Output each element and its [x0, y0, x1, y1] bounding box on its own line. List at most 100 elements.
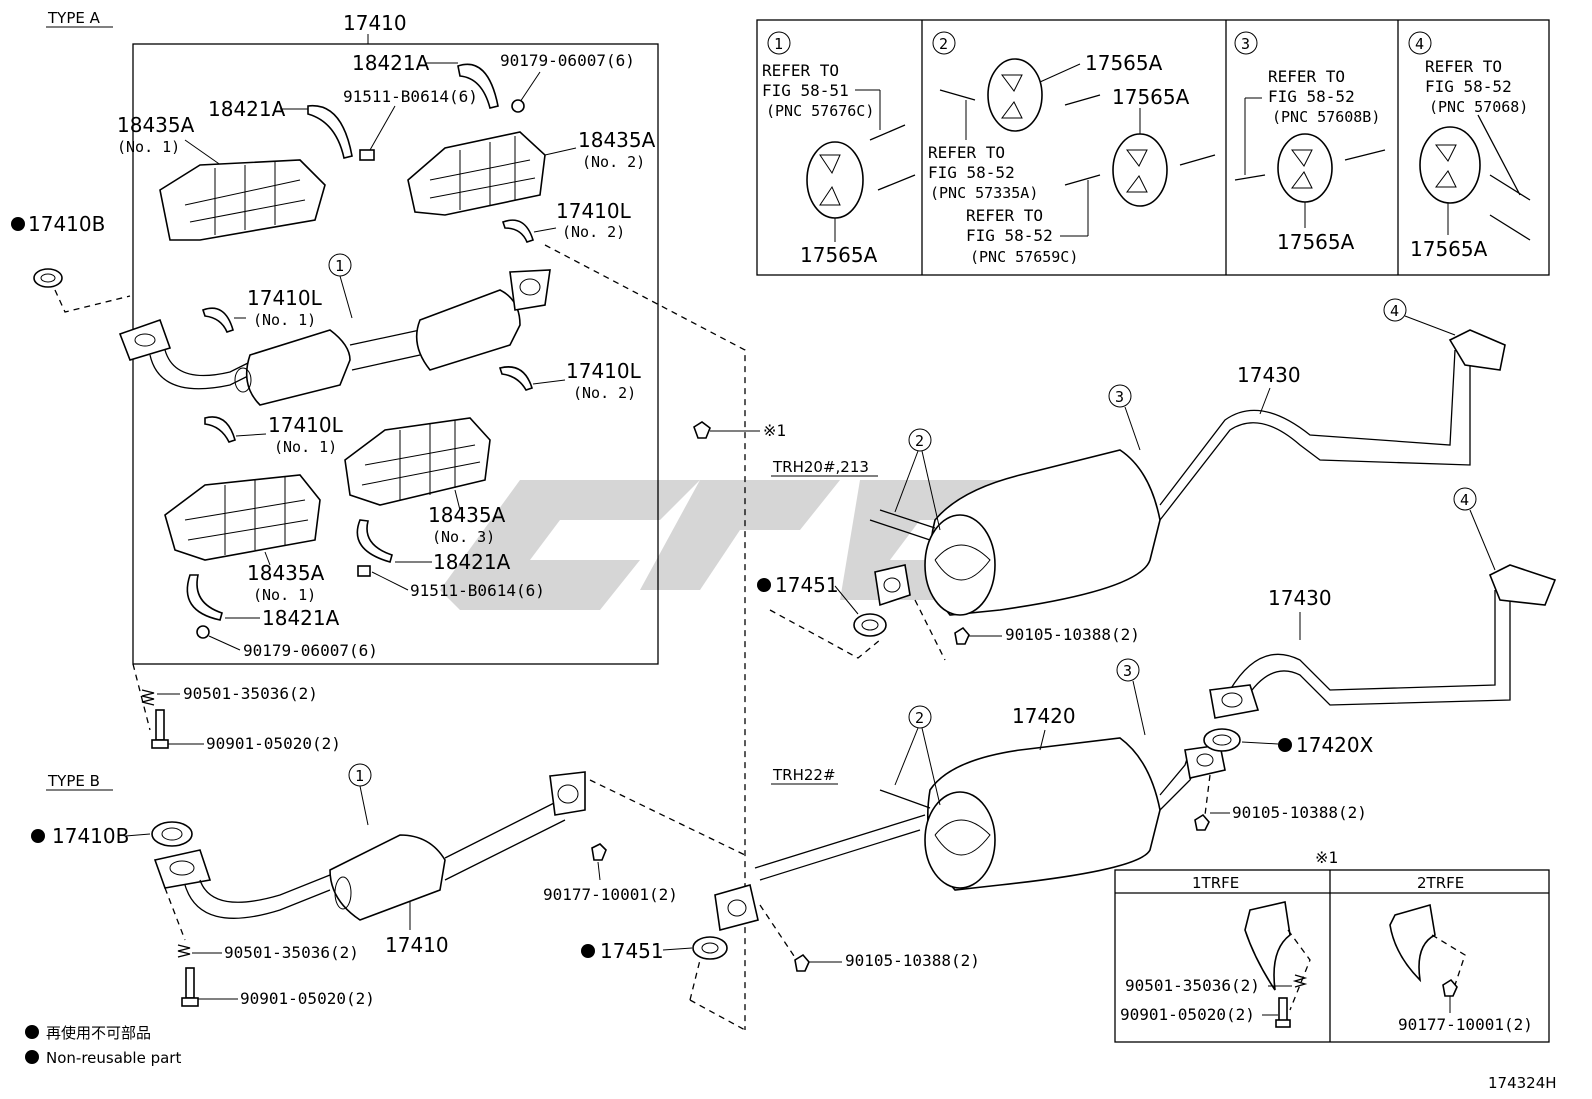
- note-table-col1: 1TRFE: [1192, 874, 1239, 892]
- hanger-4-icon: [1419, 126, 1481, 204]
- gasket-17451-lower-icon: [692, 936, 728, 960]
- bracket-no1-top-label: 17410L: [247, 286, 323, 310]
- hanger-3-part: 17565A: [1277, 230, 1355, 254]
- spring-a-icon: [141, 689, 155, 706]
- gasket-17420x-icon: [1203, 728, 1241, 752]
- bracket-no1-mid-icon: [204, 416, 236, 443]
- cover-no1-label: 18435A: [117, 113, 195, 137]
- hanger-1-icon: [806, 141, 864, 219]
- bolt-a-label: 90901-05020(2): [206, 734, 341, 753]
- nut-low-label: 90179-06007(6): [243, 641, 378, 660]
- bracket-no2-mid-icon: [498, 366, 533, 391]
- clamp-18421a-top-label: 18421A: [352, 51, 430, 75]
- hanger-3-refer: REFER TO: [1268, 67, 1345, 86]
- clamp-18421a-left-label: 18421A: [208, 97, 286, 121]
- note-ref-label: ※1: [763, 421, 786, 440]
- legend-jp: 再使用不可部品: [46, 1024, 151, 1042]
- note-table-col2: 2TRFE: [1417, 874, 1464, 892]
- hanger-2-pnc1: (PNC 57335A): [930, 184, 1038, 202]
- nut-top-icon: [511, 99, 525, 113]
- note-table-bolt: 90901-05020(2): [1120, 1005, 1255, 1024]
- bolt-mid-label: 91511-B0614(6): [410, 581, 545, 600]
- hanger-3-fig: FIG 58-52: [1268, 87, 1355, 106]
- front-pipe-type-a: [118, 269, 551, 406]
- clamp-low-icon: [186, 574, 223, 621]
- hanger-3-pnc: (PNC 57608B): [1272, 108, 1380, 126]
- muffler-17420-label: 17420: [1012, 704, 1076, 728]
- cover-no3-label: 18435A: [428, 503, 506, 527]
- clamp-mid-label: 18421A: [433, 550, 511, 574]
- gasket-b-icon: [151, 821, 193, 847]
- flange-lower-left-icon: [714, 883, 759, 932]
- note-table-spring: 90501-35036(2): [1125, 976, 1260, 995]
- callout-3-upper: 3: [1115, 388, 1124, 406]
- type-a-heading: TYPE A: [47, 9, 101, 27]
- engine-note-table: ※1 1TRFE 2TRFE 90501-35036(2) 90901-0502…: [1114, 848, 1550, 1043]
- nut-x1-icon: [693, 421, 711, 439]
- bolt-lower-right-icon: [1194, 813, 1210, 831]
- hanger-2-number: 2: [939, 35, 948, 53]
- heat-cover-no1-icon: [159, 159, 326, 241]
- callout-2-lower: 2: [915, 709, 924, 727]
- muffler-upper: [869, 329, 1506, 616]
- type-a-assembly-label: 17410: [343, 11, 407, 35]
- bracket-no1-mid-sub: (No. 1): [274, 438, 337, 456]
- hanger-1-pnc: (PNC 57676C): [766, 102, 874, 120]
- hanger-4-pnc: (PNC 57068): [1429, 98, 1528, 116]
- gasket-17451-upper-icon: [853, 613, 887, 637]
- bolt-a-icon: [155, 709, 165, 741]
- hanger-1-number: 1: [774, 35, 783, 53]
- bolt-b-icon: [185, 967, 195, 999]
- type-b-assembly-label: 17410: [385, 933, 449, 957]
- bracket-no2-top-sub: (No. 2): [562, 223, 625, 241]
- spring-b-label: 90501-35036(2): [224, 943, 359, 962]
- type-b-heading: TYPE B: [47, 772, 100, 790]
- bracket-no1-mid-label: 17410L: [268, 413, 344, 437]
- hanger-2b-part: 17565A: [1112, 85, 1190, 109]
- gasket-17451-upper-label: 17451: [775, 573, 839, 597]
- bracket-no2-top-icon: [501, 219, 534, 243]
- hanger-1-refer: REFER TO: [762, 61, 839, 80]
- hanger-2a-icon: [987, 58, 1043, 132]
- bracket-no2-mid-sub: (No. 2): [573, 384, 636, 402]
- figure-id: 174324H: [1488, 1074, 1557, 1092]
- gasket-17410b-label: 17410B: [28, 212, 105, 236]
- heat-cover-no2-icon: [407, 131, 546, 216]
- bolt-lower-right-label: 90105-10388(2): [1232, 803, 1367, 822]
- hanger-1-part: 17565A: [800, 243, 878, 267]
- gasket-17420x-label: 17420X: [1296, 733, 1374, 757]
- cover-no2-sub: (No. 2): [582, 153, 645, 171]
- bracket-no1-top-icon: [201, 307, 234, 333]
- hanger-4-number: 4: [1415, 35, 1424, 53]
- hanger-4-fig: FIG 58-52: [1425, 77, 1512, 96]
- clamp-top-icon: [457, 63, 499, 109]
- cover-no1-low-label: 18435A: [247, 561, 325, 585]
- clamp-low-label: 18421A: [262, 606, 340, 630]
- hanger-1-fig: FIG 58-51: [762, 81, 849, 100]
- flange-tail-icon: [1209, 684, 1260, 719]
- gasket-b-label: 17410B: [52, 824, 129, 848]
- bolt-top-label: 91511-B0614(6): [343, 87, 478, 106]
- hanger-2b-icon: [1112, 133, 1168, 207]
- model-trh20-label: TRH20#,213: [772, 458, 869, 476]
- bolt-lower-left-label: 90105-10388(2): [845, 951, 980, 970]
- hanger-4-part: 17565A: [1410, 237, 1488, 261]
- cover-no1-low-sub: (No. 1): [253, 586, 316, 604]
- hanger-2-refer2: REFER TO: [966, 206, 1043, 225]
- callout-4-upper: 4: [1390, 302, 1399, 320]
- muffler-lower: [754, 564, 1557, 891]
- model-trh22-label: TRH22#: [772, 766, 836, 784]
- hanger-3-icon: [1277, 133, 1333, 203]
- callout-2-upper: 2: [915, 432, 924, 450]
- note-table-title: ※1: [1315, 848, 1338, 867]
- gasket-a-icon: [33, 268, 63, 288]
- bolt-upper-label: 90105-10388(2): [1005, 625, 1140, 644]
- bolt-mid-icon: [357, 565, 371, 577]
- nut-b-icon: [591, 843, 607, 861]
- nut-top-label: 90179-06007(6): [500, 51, 635, 70]
- callout-1-type-b: 1: [355, 767, 364, 785]
- spring-a-label: 90501-35036(2): [183, 684, 318, 703]
- nut-b-label: 90177-10001(2): [543, 885, 678, 904]
- hanger-2-fig1: FIG 58-52: [928, 163, 1015, 182]
